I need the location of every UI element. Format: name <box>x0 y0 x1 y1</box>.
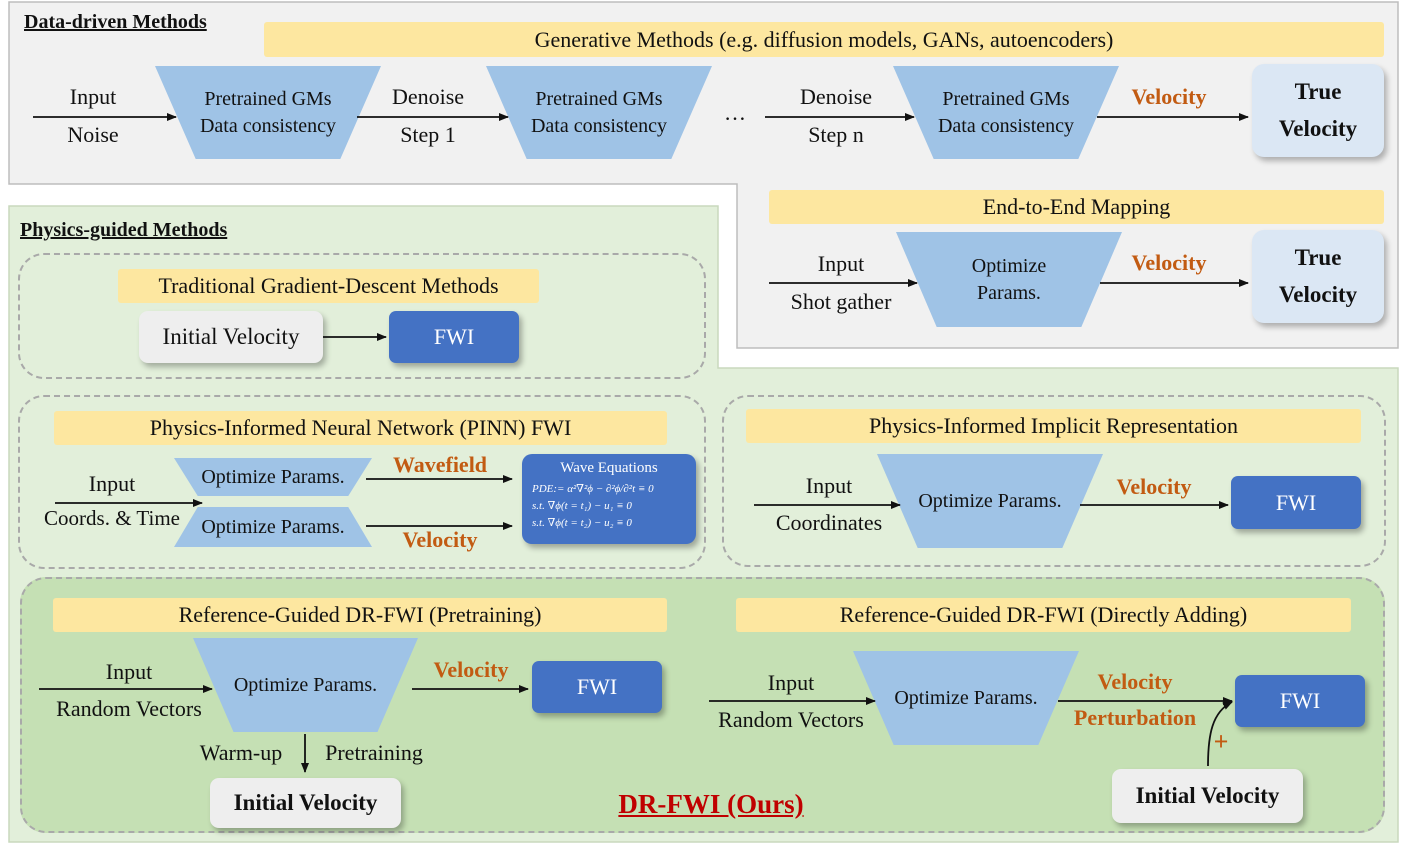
implicit-banner: Physics-Informed Implicit Representation <box>746 409 1361 443</box>
pinn-coords-label: Coords. & Time <box>44 506 180 530</box>
traditional-initial-velocity: Initial Velocity <box>139 311 323 363</box>
adding-initial-velocity: Initial Velocity <box>1112 769 1303 823</box>
physics-guided-title: Physics-guided Methods <box>20 219 228 241</box>
ellipsis: … <box>724 100 746 125</box>
adding-velocity-label: Velocity <box>1097 669 1173 694</box>
e2e-true-velocity: True Velocity <box>1252 230 1384 323</box>
gen-velocity-label: Velocity <box>1131 84 1207 109</box>
e2e-true-line1: True <box>1294 244 1342 270</box>
arrow-adding-initial-curve <box>1207 701 1233 767</box>
gm1-line2: Data consistency <box>199 114 337 137</box>
implicit-fwi: FWI <box>1231 476 1361 529</box>
e2e-shot-label: Shot gather <box>790 289 892 314</box>
warmup-label: Warm-up <box>199 740 283 765</box>
implicit-box <box>722 395 1386 567</box>
implicit-input-label: Input <box>805 473 853 498</box>
adding-fwi: FWI <box>1235 675 1365 727</box>
pinn-optimize-top: Optimize Params. <box>174 458 372 496</box>
pretrained-gm-block-n: Pretrained GMs Data consistency <box>893 66 1119 159</box>
gen-noise-label: Noise <box>67 122 119 147</box>
generative-banner: Generative Methods (e.g. diffusion model… <box>264 22 1384 57</box>
denoise-label-n: Denoise <box>799 84 873 109</box>
gen-true-line2: Velocity <box>1278 115 1358 141</box>
gm2-line2: Data consistency <box>530 114 668 137</box>
adding-perturbation-label: Perturbation <box>1073 705 1197 730</box>
drfwi-ours-label: DR-FWI (Ours) <box>618 789 804 819</box>
pretrain-input-label: Input <box>105 659 153 684</box>
pinn-input-label: Input <box>88 471 136 496</box>
gm1-line1: Pretrained GMs <box>204 87 332 110</box>
gen-true-line1: True <box>1294 78 1342 104</box>
pretrain-optimize-block: Optimize Params. <box>193 638 418 732</box>
constraint-2: s.t. ∇ϕ(t = t₂) − u₂ ≡ 0 <box>532 517 632 529</box>
e2e-optimize-block: Optimize Params. <box>896 232 1122 327</box>
gen-input-label: Input <box>69 84 117 109</box>
pretrain-velocity-label: Velocity <box>433 657 509 682</box>
pretraining-label: Pretraining <box>325 740 423 765</box>
adding-optimize-block: Optimize Params. <box>853 651 1079 745</box>
e2e-block-line2: Params. <box>977 281 1041 304</box>
e2e-block-line1: Optimize <box>971 254 1047 277</box>
step1-label: Step 1 <box>400 122 456 147</box>
wave-equations-box: Wave Equations PDE:= α²∇²ϕ − ∂²ϕ/∂²t ≡ 0… <box>522 454 696 544</box>
traditional-banner: Traditional Gradient-Descent Methods <box>118 269 539 303</box>
pretraining-banner: Reference-Guided DR-FWI (Pretraining) <box>53 598 667 632</box>
plus-icon: + <box>1213 727 1229 756</box>
pretrain-fwi: FWI <box>532 661 662 713</box>
wave-equations-title: Wave Equations <box>560 460 658 476</box>
implicit-optimize-block: Optimize Params. <box>877 454 1103 548</box>
e2e-velocity-label: Velocity <box>1131 250 1207 275</box>
stepn-label: Step n <box>808 122 864 147</box>
traditional-box <box>18 253 706 379</box>
pretrain-random-label: Random Vectors <box>56 696 202 721</box>
pretrain-initial-velocity: Initial Velocity <box>210 778 401 828</box>
pde-equation: PDE:= α²∇²ϕ − ∂²ϕ/∂²t ≡ 0 <box>532 483 654 495</box>
adding-input-label: Input <box>767 670 815 695</box>
implicit-coords-label: Coordinates <box>775 510 883 535</box>
e2e-banner: End-to-End Mapping <box>769 190 1384 224</box>
pinn-velocity-label: Velocity <box>402 527 478 552</box>
pinn-banner: Physics-Informed Neural Network (PINN) F… <box>54 411 667 445</box>
denoise-label-1: Denoise <box>391 84 465 109</box>
constraint-1: s.t. ∇ϕ(t = t₁) − u₁ ≡ 0 <box>532 500 632 512</box>
implicit-velocity-label: Velocity <box>1116 474 1192 499</box>
traditional-fwi: FWI <box>389 311 519 363</box>
adding-banner: Reference-Guided DR-FWI (Directly Adding… <box>736 598 1351 632</box>
pinn-box <box>18 395 706 569</box>
gmn-line1: Pretrained GMs <box>942 87 1070 110</box>
pretrained-gm-block-1: Pretrained GMs Data consistency <box>155 66 381 159</box>
data-driven-title: Data-driven Methods <box>24 11 207 33</box>
pinn-wavefield-label: Wavefield <box>392 452 488 477</box>
e2e-input-label: Input <box>817 251 865 276</box>
adding-random-label: Random Vectors <box>718 707 864 732</box>
pinn-optimize-bottom: Optimize Params. <box>174 507 372 547</box>
gmn-line2: Data consistency <box>937 114 1075 137</box>
pretrained-gm-block-2: Pretrained GMs Data consistency <box>486 66 712 159</box>
e2e-true-line2: Velocity <box>1278 281 1358 307</box>
gen-true-velocity: True Velocity <box>1252 64 1384 157</box>
gm2-line1: Pretrained GMs <box>535 87 663 110</box>
